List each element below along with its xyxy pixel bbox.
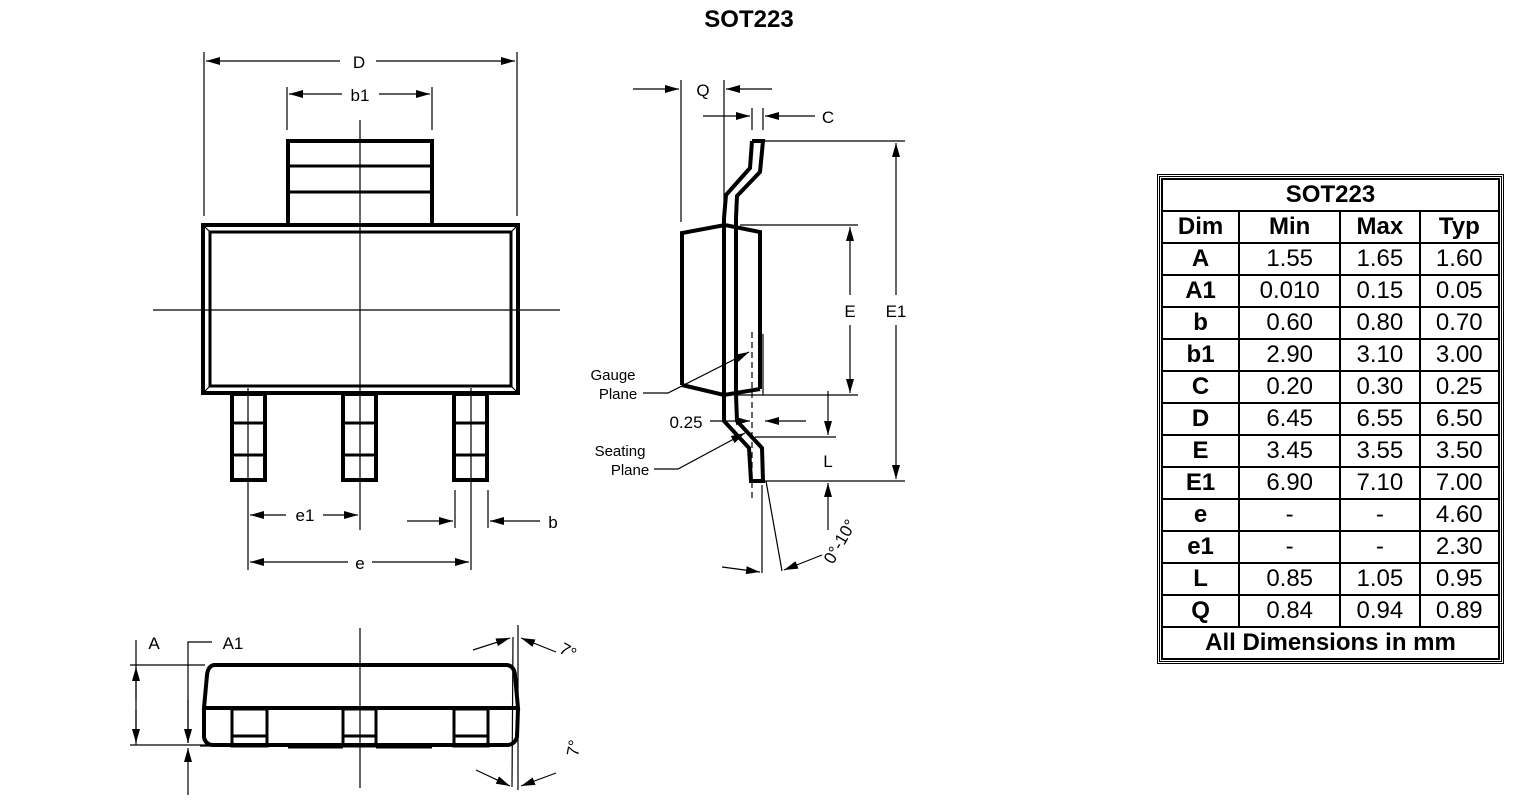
label-gauge-plane-1: Gauge bbox=[590, 367, 635, 384]
header-dim: Dim bbox=[1160, 210, 1241, 244]
label-E1: E1 bbox=[886, 302, 907, 321]
cell-min: 1.55 bbox=[1238, 242, 1342, 276]
cell-max: 3.10 bbox=[1339, 338, 1421, 372]
table-row: e1--2.30 bbox=[1160, 530, 1501, 564]
label-gauge-0.25: 0.25 bbox=[669, 413, 702, 432]
label-seating-plane-2: Plane bbox=[611, 462, 649, 479]
cell-min: 0.85 bbox=[1238, 562, 1342, 596]
cell-max: 7.10 bbox=[1339, 466, 1421, 500]
cell-min: 6.45 bbox=[1238, 402, 1342, 436]
cell-dim: D bbox=[1160, 402, 1241, 436]
cell-max: 1.05 bbox=[1339, 562, 1421, 596]
side-view: Q C E E1 Gauge Plane bbox=[590, 80, 907, 575]
cell-min: 0.20 bbox=[1238, 370, 1342, 404]
header-typ: Typ bbox=[1418, 210, 1501, 244]
cell-min: - bbox=[1238, 530, 1342, 564]
label-Q: Q bbox=[696, 81, 709, 100]
cell-min: 3.45 bbox=[1238, 434, 1342, 468]
front-view: A A1 7° 7° bbox=[130, 625, 585, 795]
cell-dim: b bbox=[1160, 306, 1241, 340]
lead-2 bbox=[341, 392, 378, 482]
cell-typ: 6.50 bbox=[1418, 402, 1501, 436]
label-D: D bbox=[353, 53, 365, 72]
page-title: SOT223 bbox=[704, 6, 794, 33]
table-title: SOT223 bbox=[1161, 178, 1500, 212]
cell-typ: 3.50 bbox=[1418, 434, 1501, 468]
header-min: Min bbox=[1238, 210, 1342, 244]
cell-typ: 3.00 bbox=[1418, 338, 1501, 372]
cell-dim: A1 bbox=[1160, 274, 1241, 308]
cell-max: 3.55 bbox=[1339, 434, 1421, 468]
label-e: e bbox=[355, 554, 364, 573]
cell-max: 0.15 bbox=[1339, 274, 1421, 308]
cell-max: 6.55 bbox=[1339, 402, 1421, 436]
cell-min: 6.90 bbox=[1238, 466, 1342, 500]
cell-dim: L bbox=[1160, 562, 1241, 596]
cell-typ: 0.70 bbox=[1418, 306, 1501, 340]
label-angle-0-10: 0°-10° bbox=[820, 516, 860, 567]
cell-max: 0.80 bbox=[1339, 306, 1421, 340]
label-L: L bbox=[823, 452, 832, 471]
label-angle-7-top: 7° bbox=[556, 639, 580, 664]
label-e1: e1 bbox=[296, 506, 315, 525]
cell-min: 0.84 bbox=[1238, 594, 1342, 628]
label-gauge-plane-2: Plane bbox=[599, 386, 637, 403]
cell-dim: E bbox=[1160, 434, 1241, 468]
cell-dim: E1 bbox=[1160, 466, 1241, 500]
cell-min: - bbox=[1238, 498, 1342, 532]
cell-dim: b1 bbox=[1160, 338, 1241, 372]
cell-max: - bbox=[1339, 530, 1421, 564]
cell-max: 0.94 bbox=[1339, 594, 1421, 628]
cell-max: 1.65 bbox=[1339, 242, 1421, 276]
cell-typ: 4.60 bbox=[1418, 498, 1501, 532]
cell-dim: e bbox=[1160, 498, 1241, 532]
cell-typ: 7.00 bbox=[1418, 466, 1501, 500]
cell-typ: 2.30 bbox=[1418, 530, 1501, 564]
label-b1: b1 bbox=[351, 86, 370, 105]
label-b: b bbox=[548, 513, 557, 532]
cell-dim: A bbox=[1160, 242, 1241, 276]
cell-typ: 0.89 bbox=[1418, 594, 1501, 628]
label-A: A bbox=[148, 634, 160, 653]
table-footer: All Dimensions in mm bbox=[1161, 626, 1500, 660]
cell-typ: 0.25 bbox=[1418, 370, 1501, 404]
cell-min: 0.010 bbox=[1238, 274, 1342, 308]
cell-dim: C bbox=[1160, 370, 1241, 404]
cell-max: - bbox=[1339, 498, 1421, 532]
cell-typ: 0.95 bbox=[1418, 562, 1501, 596]
cell-typ: 0.05 bbox=[1418, 274, 1501, 308]
table-row: e--4.60 bbox=[1160, 498, 1501, 532]
cell-dim: e1 bbox=[1160, 530, 1241, 564]
header-max: Max bbox=[1339, 210, 1421, 244]
cell-max: 0.30 bbox=[1339, 370, 1421, 404]
cell-typ: 1.60 bbox=[1418, 242, 1501, 276]
lead-3 bbox=[452, 388, 489, 570]
label-angle-7-bottom: 7° bbox=[563, 738, 585, 757]
label-A1: A1 bbox=[223, 634, 244, 653]
label-seating-plane-1: Seating bbox=[595, 443, 646, 460]
label-E: E bbox=[844, 302, 855, 321]
top-view: D b1 bbox=[153, 52, 560, 573]
cell-min: 2.90 bbox=[1238, 338, 1342, 372]
lead-1 bbox=[230, 388, 267, 570]
cell-min: 0.60 bbox=[1238, 306, 1342, 340]
cell-dim: Q bbox=[1160, 594, 1241, 628]
label-C: C bbox=[822, 108, 834, 127]
